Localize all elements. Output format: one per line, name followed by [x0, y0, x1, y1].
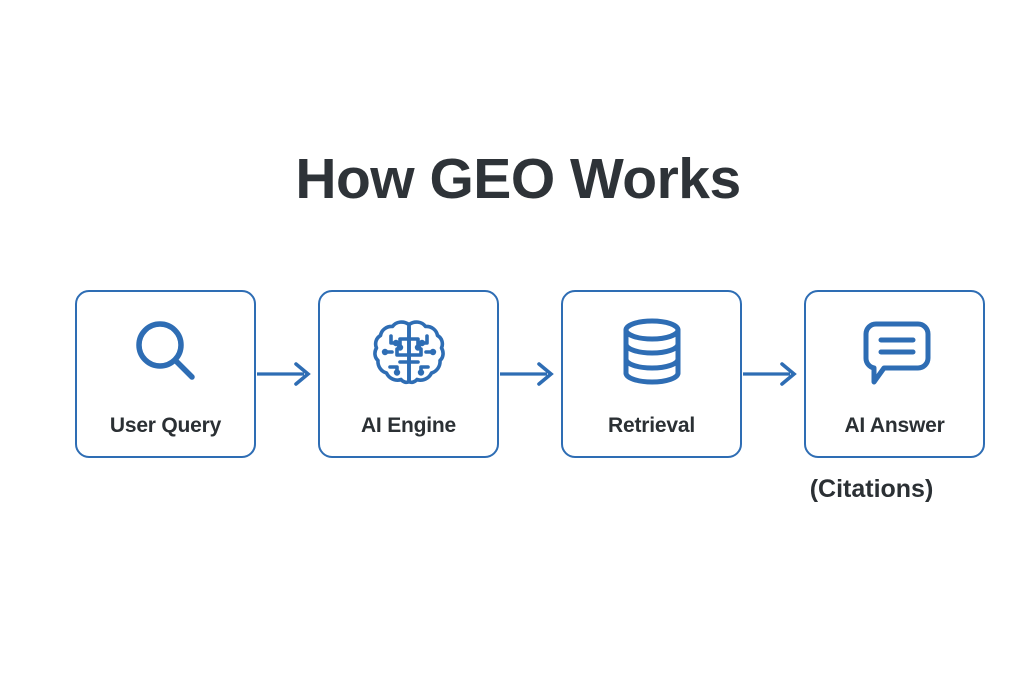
flow-node-retrieval[interactable]: Retrieval: [561, 290, 742, 458]
flow-diagram: User Query: [75, 290, 985, 458]
flow-node-label: AI Engine: [360, 414, 457, 437]
flow-node-label: Retrieval: [608, 414, 695, 437]
citations-caption: (Citations): [809, 475, 934, 503]
flow-node-ai-engine[interactable]: AI Engine: [318, 290, 499, 458]
speech-bubble-icon: [856, 314, 934, 392]
page-title: How GEO Works: [295, 147, 741, 211]
flow-node-ai-answer[interactable]: AI Answer: [804, 290, 985, 458]
arrow-right-icon: [742, 290, 804, 458]
flow-node-label: User Query: [109, 414, 222, 437]
flow-node-label: AI Answer: [844, 414, 945, 437]
magnifier-icon: [127, 314, 205, 392]
flow-node-user-query[interactable]: User Query: [75, 290, 256, 458]
arrow-right-icon: [499, 290, 561, 458]
database-icon: [613, 314, 691, 392]
arrow-right-icon: [256, 290, 318, 458]
brain-icon: [370, 314, 448, 392]
